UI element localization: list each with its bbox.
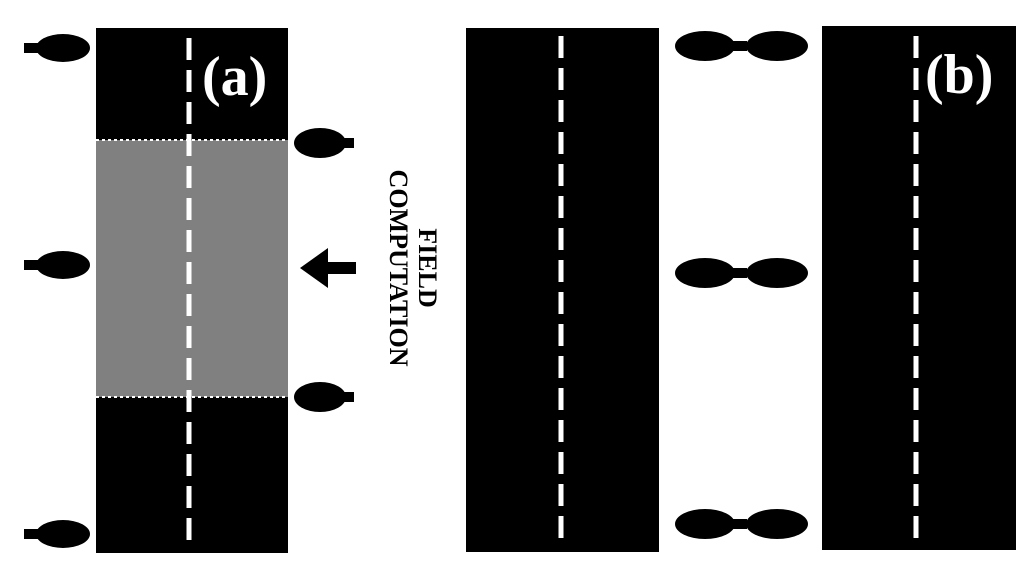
street-light-icon	[24, 34, 90, 62]
panel-label-a: (a)	[202, 46, 267, 108]
street-light-icon	[24, 520, 90, 548]
road-b-right	[822, 26, 1016, 550]
arrow-left-icon	[300, 248, 356, 288]
street-light-icon	[24, 251, 90, 279]
panel-label-b: (b)	[925, 44, 993, 106]
double-street-light-icon	[675, 31, 808, 61]
double-street-light-icon	[675, 509, 808, 539]
double-street-light-icon	[675, 258, 808, 288]
panel-a: (a) COMPUTATION FIELD	[24, 28, 442, 553]
field-label: FIELD	[413, 228, 442, 307]
computation-label: COMPUTATION	[384, 170, 413, 367]
street-light-icon	[294, 128, 354, 158]
computation-field-area	[96, 140, 288, 397]
street-light-icon	[294, 382, 354, 412]
panel-b: (b)	[466, 26, 1016, 552]
